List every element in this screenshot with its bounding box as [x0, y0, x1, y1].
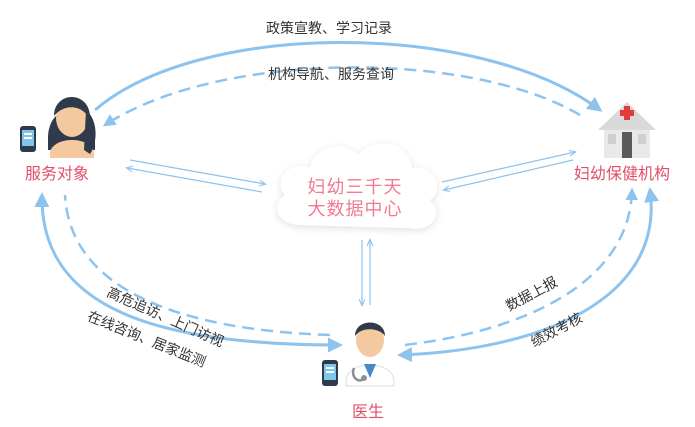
- cloud-link-left: [127, 159, 265, 193]
- edge-label-top-outer: 政策宣教、学习记录: [266, 21, 392, 37]
- doctor-avatar-icon: [345, 322, 395, 387]
- cloud-link-bottom: [362, 240, 370, 305]
- arrow-right-inner: [404, 187, 639, 347]
- hospital-icon: [598, 102, 656, 158]
- node-label-doctor: 医生: [352, 402, 385, 421]
- node-label-institution: 妇幼保健机构: [574, 164, 671, 183]
- cloud-link-right: [441, 152, 575, 190]
- edge-label-top-inner: 机构导航、服务查询: [268, 67, 394, 83]
- arrow-left-outer: [34, 192, 343, 353]
- arrow-left-inner: [63, 194, 331, 337]
- cloud-icon: [277, 143, 438, 229]
- smartphone-icon: [20, 126, 36, 152]
- center-line-1: 妇幼三千天: [307, 177, 403, 198]
- smartphone-icon: [322, 360, 338, 386]
- woman-avatar-icon: [48, 96, 96, 158]
- arrow-top-inner: [102, 66, 581, 127]
- arrow-top-outer: [94, 41, 603, 112]
- arrow-right-outer: [397, 187, 660, 363]
- node-label-patient: 服务对象: [25, 164, 90, 183]
- center-line-2: 大数据中心: [307, 199, 403, 220]
